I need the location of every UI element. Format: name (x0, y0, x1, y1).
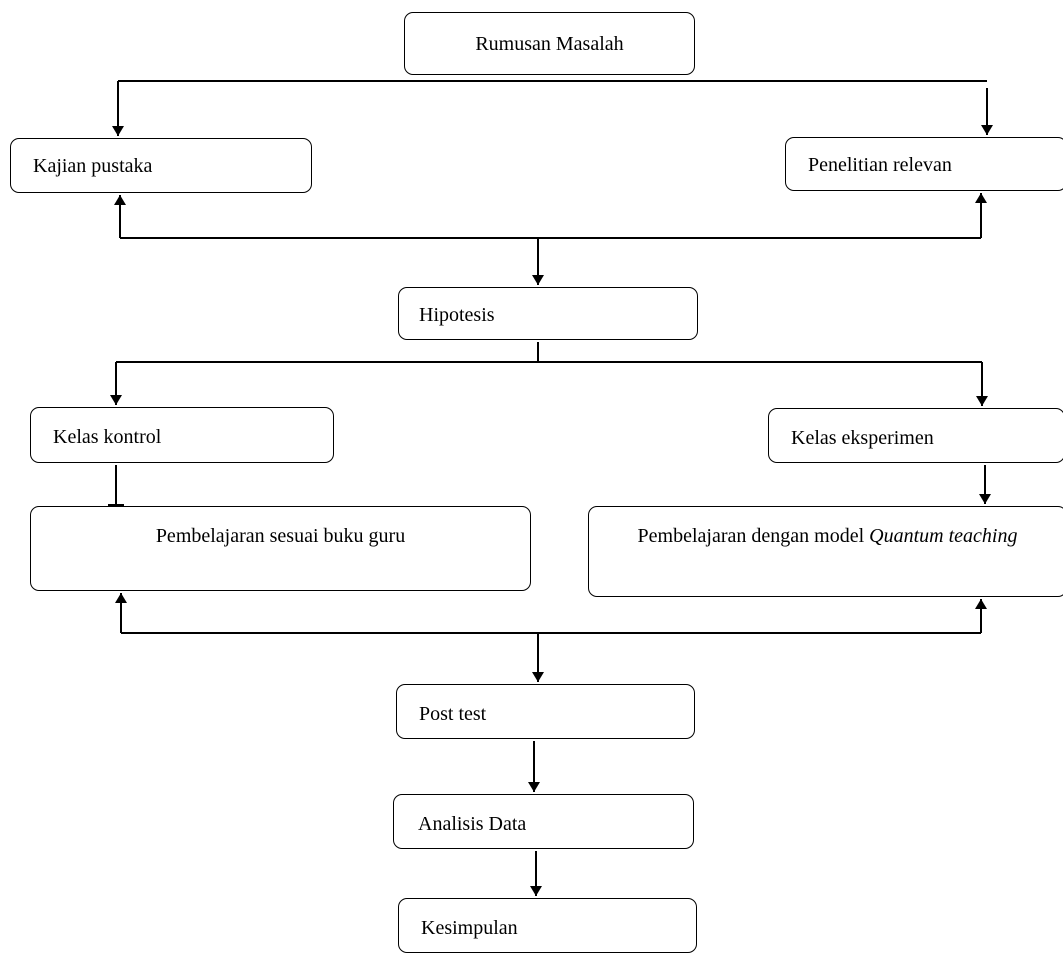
node-label: Pembelajaran dengan model Quantum teachi… (589, 523, 1063, 549)
node-label: Penelitian relevan (808, 154, 952, 176)
node-label: Kajian pustaka (33, 155, 153, 177)
node-analisis-data: Analisis Data (393, 794, 694, 849)
node-label: Post test (419, 703, 487, 725)
node-label-italic: Quantum teaching (869, 525, 1018, 547)
node-kelas-eksperimen: Kelas eksperimen (768, 408, 1063, 463)
node-hipotesis: Hipotesis (398, 287, 698, 340)
node-kesimpulan: Kesimpulan (398, 898, 697, 953)
node-label: Pembelajaran sesuai buku guru (155, 525, 406, 547)
node-label: Kelas eksperimen (791, 427, 934, 449)
node-post-test: Post test (396, 684, 695, 739)
node-label: Hipotesis (419, 304, 495, 326)
node-label-prefix: Pembelajaran dengan model (637, 525, 870, 547)
node-kelas-kontrol: Kelas kontrol (30, 407, 334, 463)
node-pembelajaran-buku-guru: Pembelajaran sesuai buku guru (30, 506, 531, 591)
node-pembelajaran-quantum: Pembelajaran dengan model Quantum teachi… (588, 506, 1063, 597)
node-label: Kesimpulan (421, 917, 518, 939)
node-rumusan-masalah: Rumusan Masalah (404, 12, 695, 75)
node-penelitian-relevan: Penelitian relevan (785, 137, 1063, 191)
node-label: Rumusan Masalah (475, 33, 624, 55)
node-label: Kelas kontrol (53, 426, 162, 448)
node-label: Analisis Data (418, 813, 527, 835)
node-kajian-pustaka: Kajian pustaka (10, 138, 312, 193)
